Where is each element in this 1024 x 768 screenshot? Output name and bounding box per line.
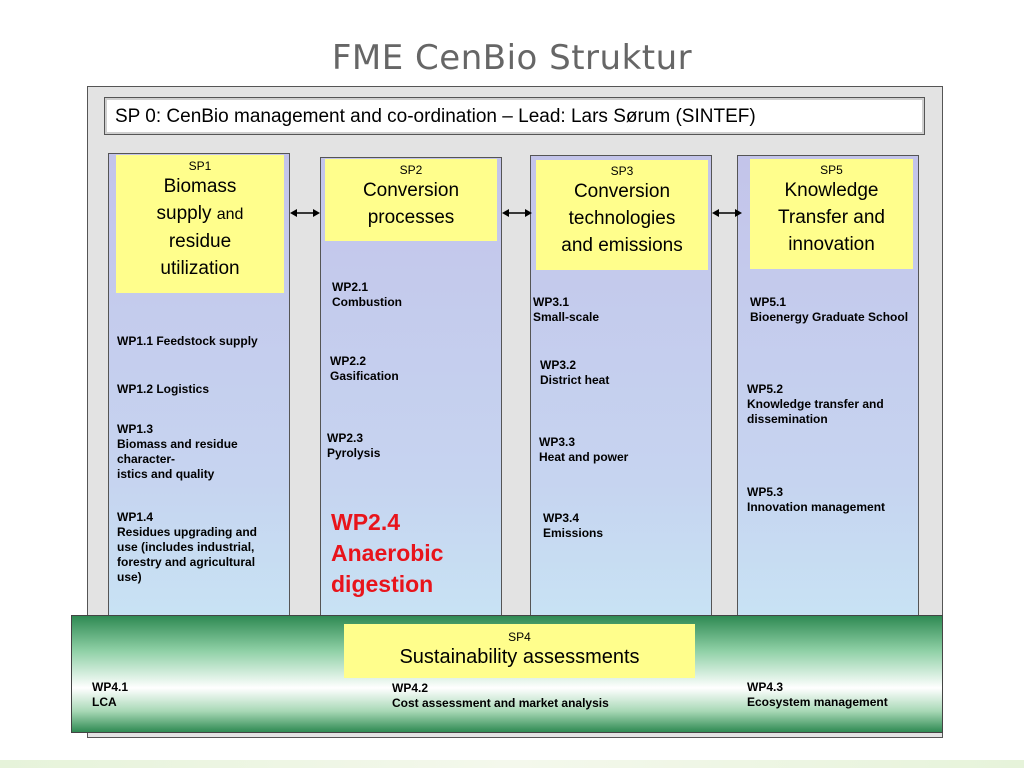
sp2-name-line2: processes: [367, 207, 455, 228]
sp1-name-line4: utilization: [160, 258, 240, 279]
arrow-sp2-sp3: [502, 209, 532, 217]
sp1-name-line1: Biomass: [163, 176, 237, 197]
arrow-sp1-sp2: [290, 209, 320, 217]
sp2-title-box: SP2 Conversion processes: [325, 159, 497, 241]
wp1-3: WP1.3 Biomass and residue character- ist…: [117, 422, 238, 481]
sp5-title-box: SP5 Knowledge Transfer and innovation: [750, 159, 913, 269]
arrow-sp3-sp5: [712, 209, 742, 217]
wp2-4-highlight: WP2.4 Anaerobic digestion: [331, 509, 444, 597]
sp3-name-line2: technologies: [568, 208, 676, 229]
sp1-name-line2: supply and: [156, 203, 244, 224]
footer-strip: [0, 760, 1024, 768]
sp0-management-bar: SP 0: CenBio management and co-ordinatio…: [104, 97, 925, 135]
sp5-code: SP5: [820, 163, 843, 177]
sp1-title-box: SP1 Biomass supply and residue utilizati…: [116, 155, 284, 293]
wp1-4: WP1.4 Residues upgrading and use (includ…: [117, 510, 258, 584]
sp4-title-box: SP4 Sustainability assessments: [344, 624, 695, 678]
sp4-name: Sustainability assessments: [399, 646, 640, 668]
sp3-title-box: SP3 Conversion technologies and emission…: [536, 160, 708, 270]
sp1-code: SP1: [188, 159, 212, 173]
wp1-1: WP1.1 Feedstock supply: [117, 334, 258, 348]
sp3-name-line1: Conversion: [573, 181, 671, 202]
sp2-code: SP2: [399, 163, 423, 177]
sp3-code: SP3: [610, 164, 634, 178]
page-title: FME CenBio Struktur: [331, 38, 693, 78]
sp4-code: SP4: [508, 630, 531, 644]
sp5-name-line2: Transfer and: [777, 207, 885, 228]
sp5-name-line3: innovation: [788, 234, 875, 255]
sp2-name-line1: Conversion: [362, 180, 460, 201]
sp1-name-line3: residue: [168, 231, 232, 252]
wp1-2: WP1.2 Logistics: [117, 382, 210, 396]
sp3-name-line3: and emissions: [561, 235, 683, 256]
sp5-name-line1: Knowledge: [784, 180, 879, 201]
